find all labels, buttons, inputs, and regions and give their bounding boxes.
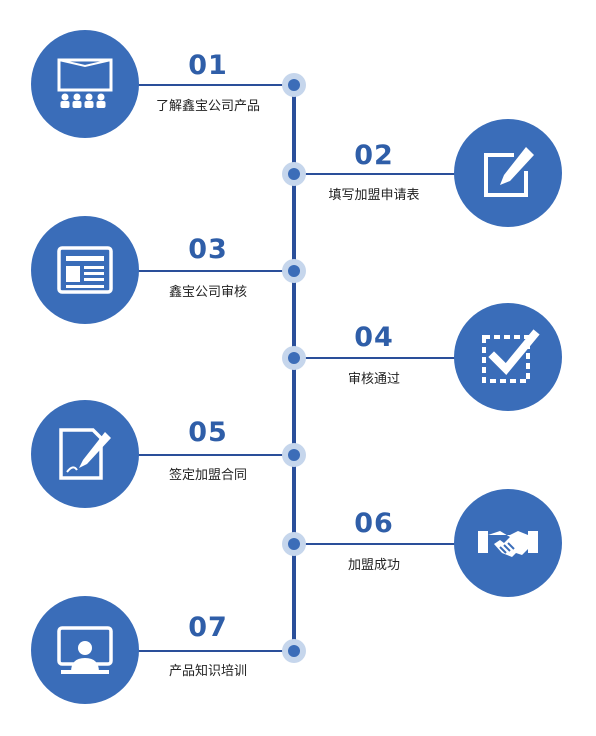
step-number: 01 xyxy=(188,50,228,81)
timeline-node xyxy=(282,532,306,556)
step-number: 02 xyxy=(354,140,394,171)
step-label: 签定加盟合同 xyxy=(168,468,247,483)
step-number: 06 xyxy=(354,508,394,539)
timeline-node xyxy=(282,259,306,283)
presentation-audience-icon xyxy=(57,58,113,108)
document-sign-icon xyxy=(59,428,111,480)
step-7-circle xyxy=(31,596,139,704)
connector-line xyxy=(294,173,462,175)
teacher-board-icon xyxy=(57,626,113,674)
document-news-icon xyxy=(57,246,113,294)
step-label: 审核通过 xyxy=(347,372,400,387)
step-number: 03 xyxy=(188,234,228,265)
connector-line xyxy=(130,270,294,272)
step-label: 产品知识培训 xyxy=(168,664,247,679)
pen-edit-icon xyxy=(484,147,534,197)
step-3-circle xyxy=(31,216,139,324)
step-label: 填写加盟申请表 xyxy=(328,188,420,203)
step-6-circle xyxy=(454,489,562,597)
connector-line xyxy=(294,543,462,545)
step-label: 加盟成功 xyxy=(347,558,400,573)
step-label: 鑫宝公司审核 xyxy=(168,285,247,300)
handshake-icon xyxy=(478,531,538,557)
timeline-node xyxy=(282,639,306,663)
checkbox-checked-icon xyxy=(482,329,540,383)
connector-line xyxy=(130,84,294,86)
step-4-circle xyxy=(454,303,562,411)
step-number: 05 xyxy=(188,417,228,448)
step-number: 04 xyxy=(354,322,394,353)
step-5-circle xyxy=(31,400,139,508)
timeline-node xyxy=(282,346,306,370)
connector-line xyxy=(130,454,294,456)
connector-line xyxy=(294,357,462,359)
step-2-circle xyxy=(454,119,562,227)
step-number: 07 xyxy=(188,612,228,643)
step-label: 了解鑫宝公司产品 xyxy=(155,99,260,114)
timeline-node xyxy=(282,162,306,186)
timeline-node xyxy=(282,73,306,97)
step-1-circle xyxy=(31,30,139,138)
timeline-node xyxy=(282,443,306,467)
connector-line xyxy=(130,650,294,652)
